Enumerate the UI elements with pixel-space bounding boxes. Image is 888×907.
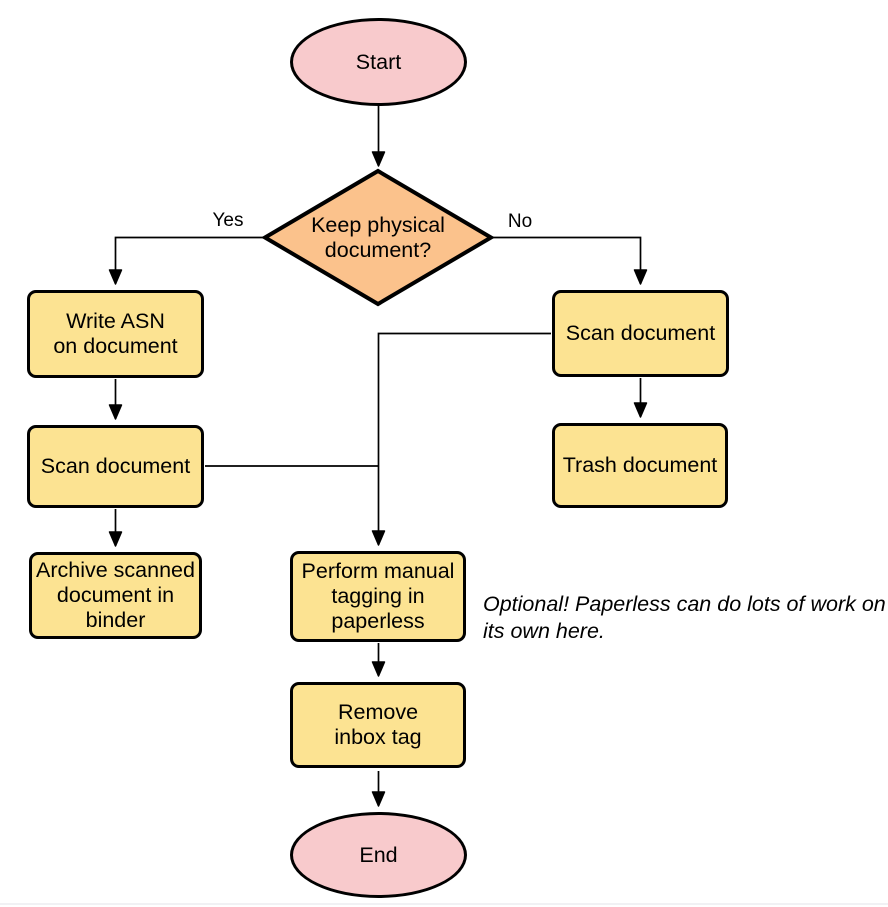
edge-label-no: No <box>507 211 533 232</box>
edge-label-yes: Yes <box>212 210 244 231</box>
node-start: Start <box>290 18 467 106</box>
node-remove-inbox-tag: Remove inbox tag <box>290 682 466 768</box>
optional-annotation: Optional! Paperless can do lots of work … <box>483 592 886 643</box>
node-archive-scanned: Archive scanned document in binder <box>29 552 202 639</box>
node-write-asn: Write ASN on document <box>27 290 204 378</box>
node-end: End <box>290 812 467 898</box>
edge-decision-yes-to-write-asn <box>108 236 264 285</box>
canvas-bottom-edge <box>0 903 888 905</box>
decision-diamond-shape <box>261 168 495 307</box>
node-scan-document-right: Scan document <box>552 290 729 377</box>
edge-scan-right-to-tagging <box>371 332 551 546</box>
node-end-label: End <box>359 842 398 867</box>
node-scan-document-left: Scan document <box>27 425 204 508</box>
node-start-label: Start <box>355 49 402 74</box>
node-manual-tagging: Perform manual tagging in paperless <box>290 551 466 642</box>
node-decision-keep-physical: Keep physical document? <box>311 213 445 262</box>
edge-decision-no-to-scan-right <box>491 236 648 285</box>
node-trash-document: Trash document <box>552 423 728 508</box>
